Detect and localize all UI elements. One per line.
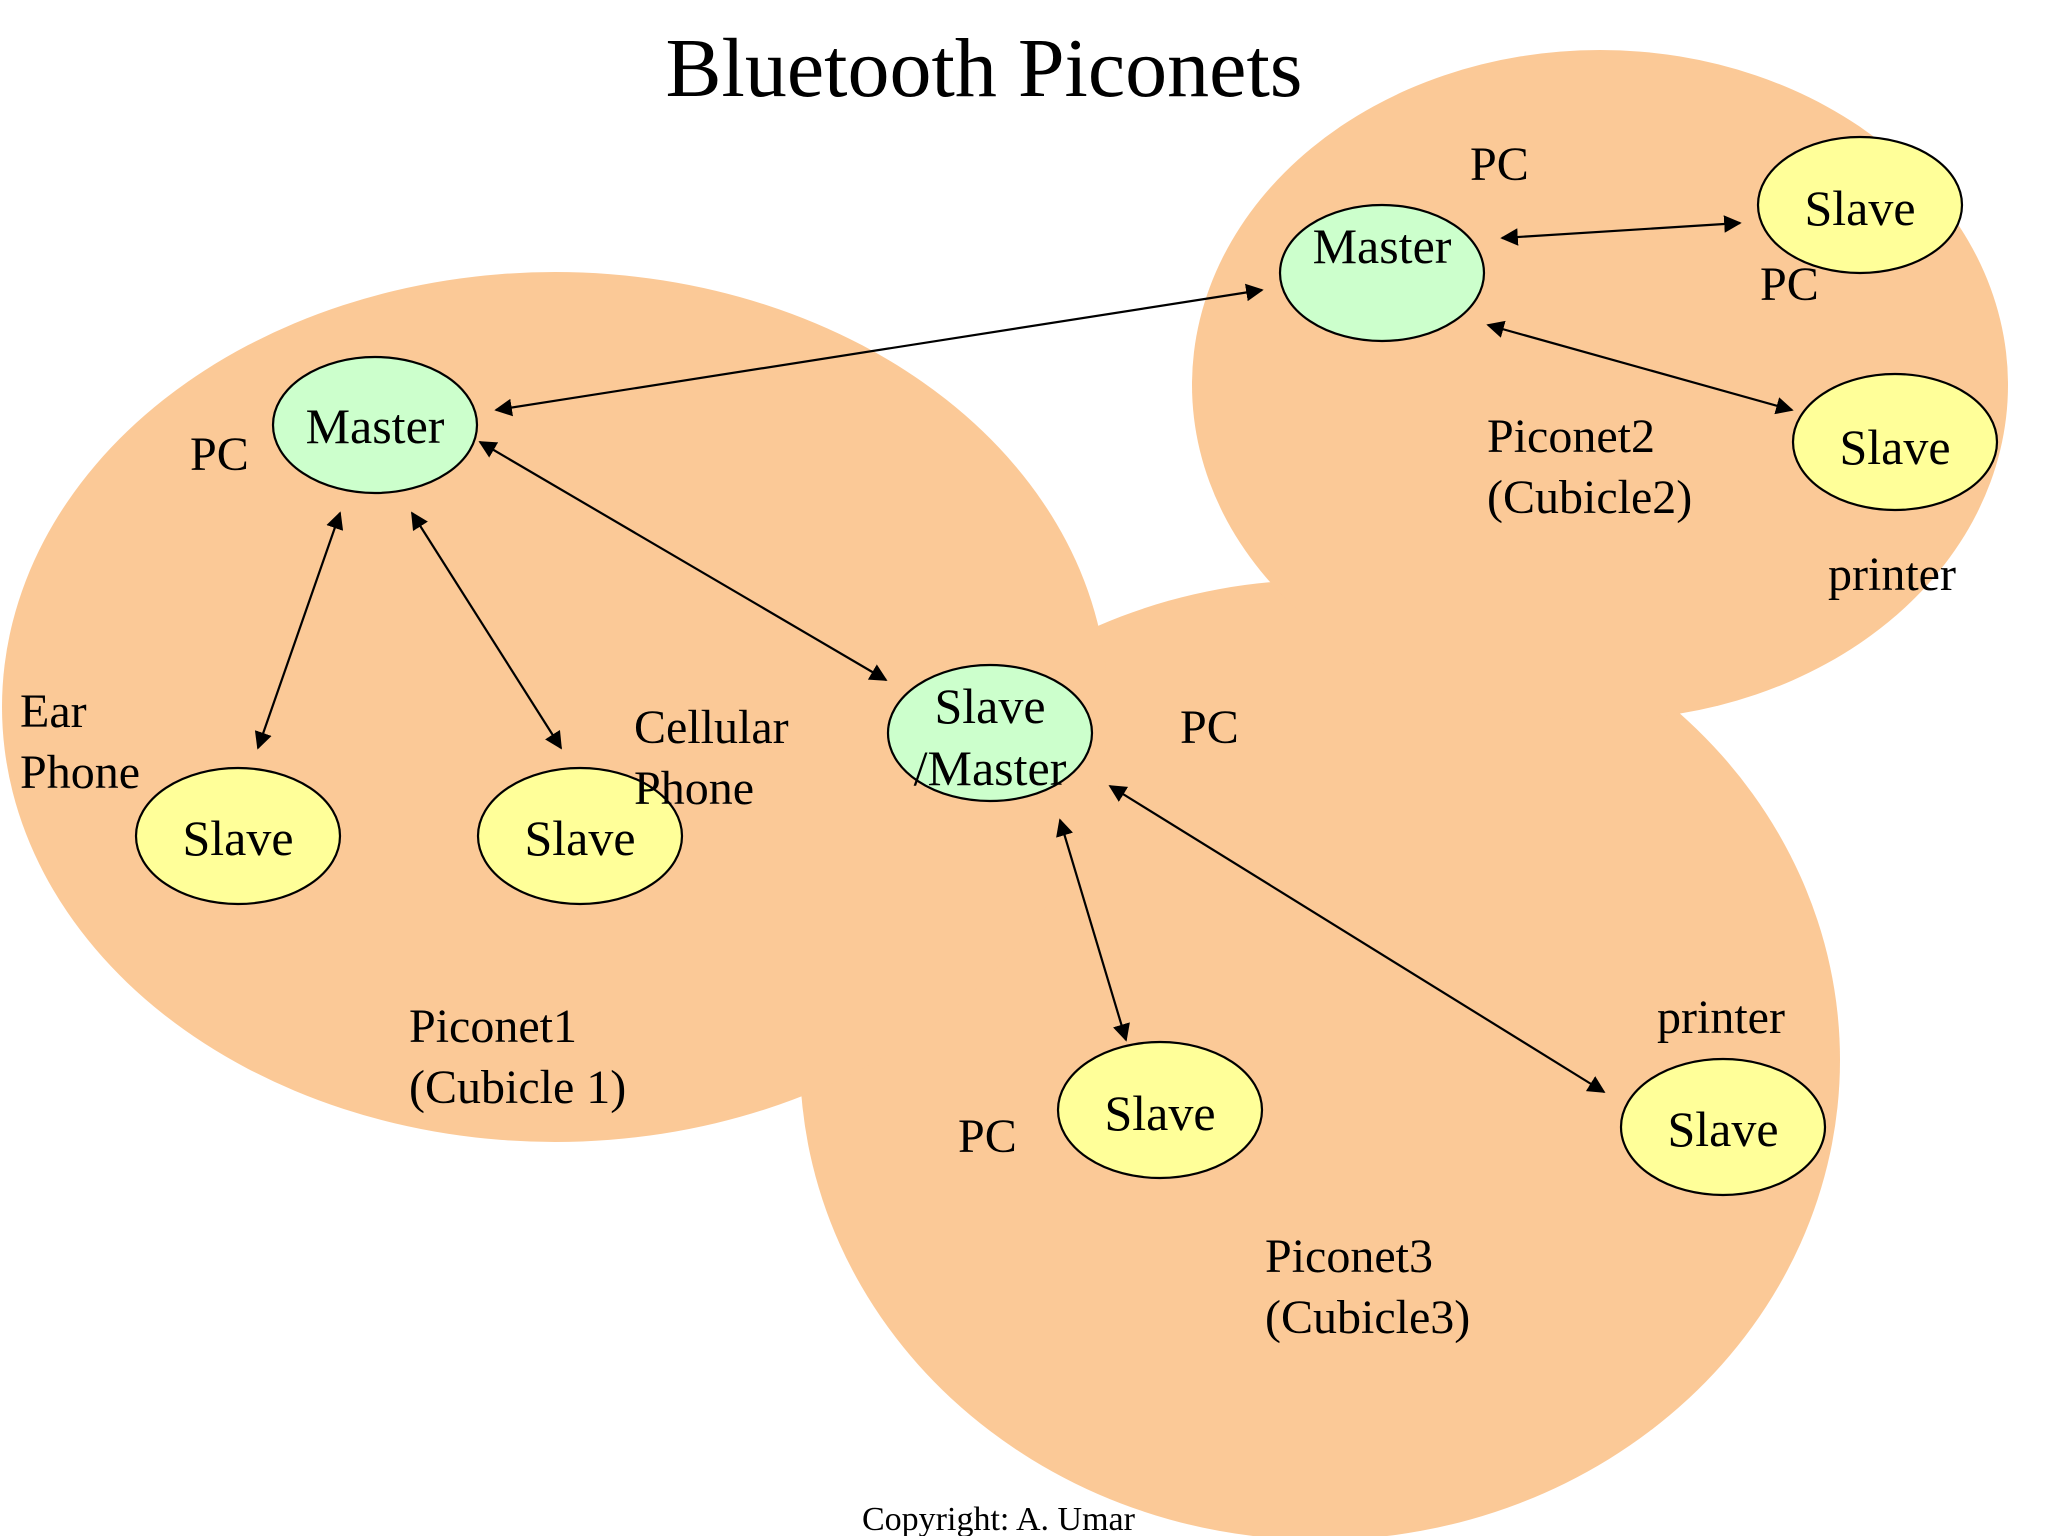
- piconet1-name: Piconet1: [409, 1000, 577, 1053]
- p3-printer-label: printer: [1657, 991, 1785, 1044]
- p1-slave-cell-node: Slave: [476, 766, 684, 906]
- cellular-phone-label-line1: Cellular: [634, 701, 789, 754]
- p2-printer-label: printer: [1828, 548, 1956, 601]
- link-p1master-bridge: [478, 441, 888, 681]
- p2-slave-pc-label-text: PC: [1760, 258, 1819, 311]
- p2-slave-printer-label: Slave: [1839, 419, 1950, 475]
- p2-slave-pc-node: Slave: [1756, 135, 1964, 275]
- link-p1master-cell: [411, 511, 562, 750]
- p3-slave-pc-label: Slave: [1104, 1085, 1215, 1141]
- device-labels: PC Ear Phone Cellular Phone PC PC PC pri…: [20, 138, 1956, 1163]
- ear-phone-label-line1: Ear: [20, 685, 87, 738]
- piconet-labels: Piconet1 (Cubicle 1) Piconet2 (Cubicle2)…: [409, 410, 1692, 1344]
- p3-slave-pc-node: Slave: [1056, 1040, 1264, 1180]
- link-bridge-p3-slave-printer: [1108, 785, 1606, 1093]
- piconet2-subtitle: (Cubicle2): [1487, 471, 1692, 524]
- link-p2master-slave-pc: [1500, 215, 1742, 246]
- piconet3-name: Piconet3: [1265, 1230, 1433, 1283]
- ear-phone-label-line2: Phone: [20, 746, 140, 799]
- p2-master-label: Master: [1313, 218, 1452, 274]
- bridge-node: Slave /Master: [886, 663, 1094, 803]
- piconet3-subtitle: (Cubicle3): [1265, 1291, 1470, 1344]
- p2-slave-printer-node: Slave: [1791, 372, 1999, 512]
- p2-master-pc-label: PC: [1470, 138, 1529, 191]
- links: [254, 215, 1794, 1093]
- page-title: Bluetooth Piconets: [666, 22, 1303, 115]
- copyright-text: Copyright: A. Umar: [862, 1501, 1136, 1536]
- p3-slave-pc-label-text: PC: [958, 1110, 1017, 1163]
- link-p1master-ear: [254, 511, 344, 750]
- cellular-phone-label-line2: Phone: [634, 762, 754, 815]
- bridge-label-line1: Slave: [934, 678, 1045, 734]
- link-p1master-p2master: [494, 283, 1264, 417]
- p2-master-node: Master: [1278, 203, 1486, 343]
- p1-master-pc-label: PC: [190, 428, 249, 481]
- link-p2master-slave-printer: [1486, 320, 1794, 415]
- p1-slave-ear-label: Slave: [182, 810, 293, 866]
- p2-slave-pc-label: Slave: [1804, 180, 1915, 236]
- nodes: Master Slave Slave Slave /Master Master …: [134, 135, 1999, 1197]
- p1-master-label: Master: [306, 398, 445, 454]
- piconet2-name: Piconet2: [1487, 410, 1655, 463]
- bridge-pc-label: PC: [1180, 701, 1239, 754]
- p1-slave-ear-node: Slave: [134, 766, 342, 906]
- p3-slave-printer-label: Slave: [1667, 1101, 1778, 1157]
- p1-slave-cell-label: Slave: [524, 810, 635, 866]
- bridge-label-line2: /Master: [914, 740, 1067, 796]
- p3-slave-printer-node: Slave: [1619, 1057, 1827, 1197]
- piconet1-subtitle: (Cubicle 1): [409, 1061, 626, 1114]
- p1-master-node: Master: [271, 355, 479, 495]
